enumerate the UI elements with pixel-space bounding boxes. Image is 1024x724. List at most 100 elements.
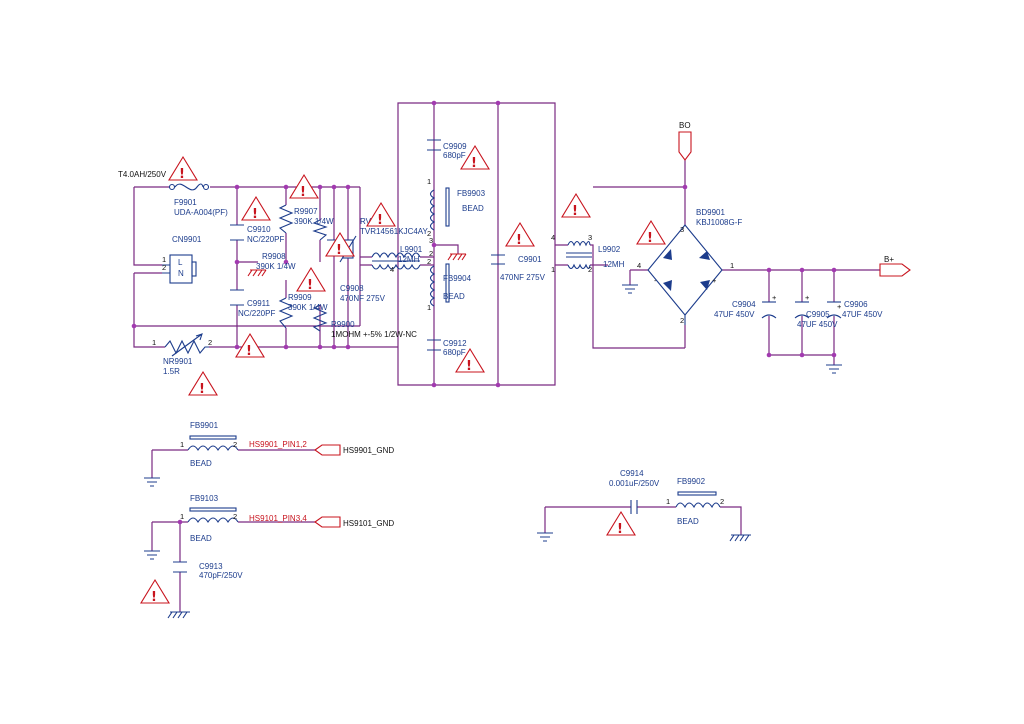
- choke-l9901[interactable]: L9901 12MH 3 2 4: [371, 236, 433, 274]
- junction-dot: [431, 242, 437, 248]
- junction-dot: [317, 344, 323, 350]
- resistor-r9909[interactable]: R9909 390K 1/4W: [278, 293, 328, 329]
- junction-dot: [331, 344, 337, 350]
- junction-dot: [766, 352, 772, 358]
- warning-icon: !: [455, 347, 485, 374]
- bridge-pin3: 3: [680, 225, 684, 234]
- bead-value-label: BEAD: [443, 292, 465, 301]
- ground-bars: [144, 550, 160, 560]
- connector-pin1: 1: [162, 255, 166, 264]
- bead-fb9903[interactable]: 1 2 FB9903 BEAD: [427, 177, 486, 238]
- fuse-f9901[interactable]: T4.0AH/250V F9901 UDA-A004(PF): [118, 170, 228, 217]
- wire-l9901-out: [420, 244, 459, 266]
- svg-text:!: !: [199, 382, 205, 397]
- svg-text:!: !: [471, 156, 477, 171]
- net-hs9101-pin-label: HS9101_PIN3,4: [249, 514, 307, 523]
- bead-pin1: 1: [427, 177, 431, 186]
- capacitor-c9909[interactable]: C9909 680pF: [427, 139, 467, 160]
- bead-fb9902[interactable]: FB9902 BEAD 1 2: [666, 477, 724, 526]
- bridge-value-label: KBJ1008G-F: [696, 218, 742, 227]
- ground-symbol: [447, 253, 467, 261]
- capacitor-c9906[interactable]: + C9906 47UF 450V: [826, 300, 883, 319]
- bead-fb9904[interactable]: 2 1 FB9904 BEAD: [427, 257, 472, 312]
- thermistor-nr9901[interactable]: 1 2 NR9901 1.5R: [152, 333, 212, 376]
- capacitor-c9905[interactable]: + C9905 47UF 450V: [794, 293, 838, 329]
- port-arrow: [314, 444, 341, 456]
- capacitor-value-label: 47UF 450V: [714, 310, 755, 319]
- warning-icon: !: [561, 192, 591, 219]
- capacitor-plates: [491, 254, 505, 265]
- connector-n-label: N: [178, 269, 184, 278]
- bead-fb9103[interactable]: FB9103 BEAD 1 2: [180, 494, 239, 543]
- capacitor-c9914[interactable]: C9914 0.001uF/250V: [609, 469, 660, 514]
- bead-ref-label: FB9901: [190, 421, 219, 430]
- bridge-plus: +: [712, 276, 717, 285]
- ground-symbol: [537, 532, 553, 542]
- bead-fb9901[interactable]: FB9901 BEAD 1 2: [180, 421, 239, 468]
- capacitor-c9910[interactable]: C9910 NC/220PF: [230, 224, 284, 244]
- resistor-r9907[interactable]: R9907 390K 1/4W: [278, 204, 334, 234]
- resistor-value-label: 1MOHM +-5% 1/2W-NC: [331, 330, 417, 339]
- svg-text:!: !: [300, 185, 306, 200]
- capacitor-value-label: 47UF 450V: [797, 320, 838, 329]
- ground-symbol: [729, 534, 751, 542]
- capacitor-polarity: +: [772, 293, 777, 302]
- capacitor-value-label: 470NF 275V: [500, 273, 546, 282]
- capacitor-plate-negative: [794, 314, 810, 319]
- fuse-value-label: UDA-A004(PF): [174, 208, 228, 217]
- svg-text:!: !: [647, 231, 653, 246]
- capacitor-c9911[interactable]: C9911 NC/220PF: [230, 289, 275, 318]
- capacitor-c9912[interactable]: C9912 680pF: [427, 339, 467, 357]
- resistor-value-label: 390K 1/4W: [288, 303, 328, 312]
- junction-dot: [317, 184, 323, 190]
- bead-coil: [429, 189, 436, 231]
- warning-icon: !: [325, 231, 355, 258]
- ground-symbol: [144, 477, 160, 487]
- choke-value-label: 12MH: [398, 255, 420, 264]
- wire-l9901-in: [360, 256, 372, 266]
- junction-dot: [345, 184, 351, 190]
- bridge-ref-label: BD9901: [696, 208, 725, 217]
- connector-cn9901[interactable]: CN9901 1 2 L N: [162, 235, 202, 284]
- ground-bars: [144, 477, 160, 487]
- capacitor-ref-label: C9904: [732, 300, 756, 309]
- junction-dot: [177, 519, 183, 525]
- thermistor-value-label: 1.5R: [163, 367, 180, 376]
- capacitor-c9913[interactable]: C9913 470pF/250V: [173, 561, 243, 580]
- net-port-bplus[interactable]: B+: [879, 255, 911, 277]
- net-port-hs9101-gnd[interactable]: HS9101_GND: [314, 516, 394, 528]
- wire-bridge-minus: [629, 269, 686, 348]
- junction-dot: [331, 184, 337, 190]
- bead-core: [445, 263, 450, 303]
- resistor-zigzag: [278, 297, 294, 329]
- resistor-zigzag: [312, 219, 328, 241]
- capacitor-c9904[interactable]: + C9904 47UF 450V: [714, 293, 777, 319]
- svg-text:!: !: [246, 344, 252, 359]
- choke-value-label: 12MH: [603, 260, 625, 269]
- bead-ref-label: FB9103: [190, 494, 219, 503]
- bead-ref-label: FB9902: [677, 477, 706, 486]
- net-port-hs9901-gnd[interactable]: HS9901_GND: [314, 444, 394, 456]
- capacitor-plates: [427, 339, 441, 351]
- bead-value-label: BEAD: [190, 534, 212, 543]
- warning-icon: !: [235, 332, 265, 359]
- bridge-bd9901[interactable]: BD9901 KBJ1008G-F 3 2 4 1 + -: [637, 208, 742, 325]
- capacitor-plates: [427, 139, 441, 151]
- capacitor-c9901[interactable]: C9901 470NF 275V: [491, 254, 546, 282]
- net-port-bo[interactable]: BO: [678, 121, 692, 161]
- resistor-r9900[interactable]: R9900 1MOHM +-5% 1/2W-NC: [312, 304, 417, 339]
- ground-hatch: [247, 269, 267, 277]
- connector-l-label: L: [178, 258, 183, 267]
- choke-l9902[interactable]: 4 3 1 2 L9902 12MH: [551, 233, 625, 274]
- bridge-pin1: 1: [730, 261, 734, 270]
- fuse-terminal: [202, 183, 210, 191]
- resistor-r9908[interactable]: R9908 390K 1/4W: [256, 219, 328, 271]
- choke-winding-top: [371, 252, 421, 259]
- junction-dot: [234, 259, 240, 265]
- resistor-ref-label: R9908: [262, 252, 286, 261]
- svg-text:!: !: [336, 243, 342, 258]
- choke-pin4: 4: [551, 233, 555, 242]
- bead-core: [677, 491, 717, 496]
- junction-dot: [283, 344, 289, 350]
- choke-winding-bottom: [371, 263, 421, 270]
